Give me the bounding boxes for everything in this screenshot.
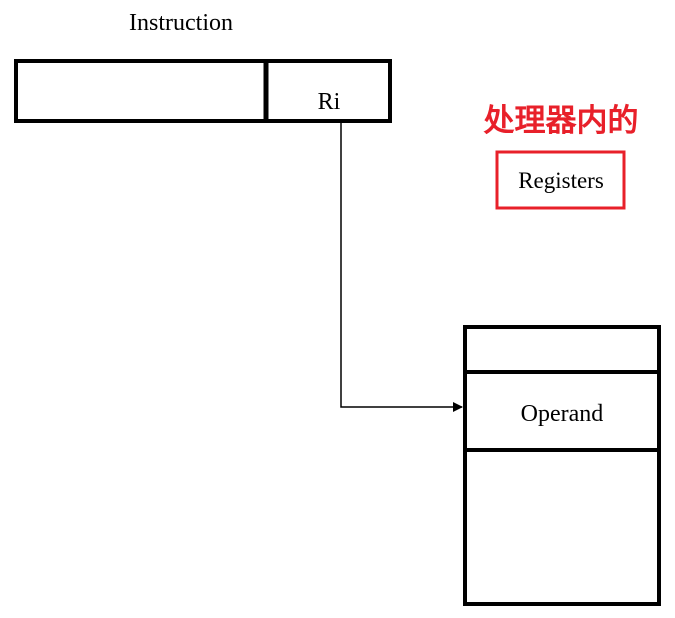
operand-label: Operand [521,401,604,427]
registers-label-box [495,150,626,210]
instruction-box [14,59,392,123]
register-field-label: Ri [318,89,341,115]
registers-label: Registers [518,168,604,193]
annotation-note: 处理器内的 [483,103,639,139]
instruction-title: Instruction [129,10,233,36]
register-pointer-arrow [340,123,463,412]
register-file [463,325,661,606]
